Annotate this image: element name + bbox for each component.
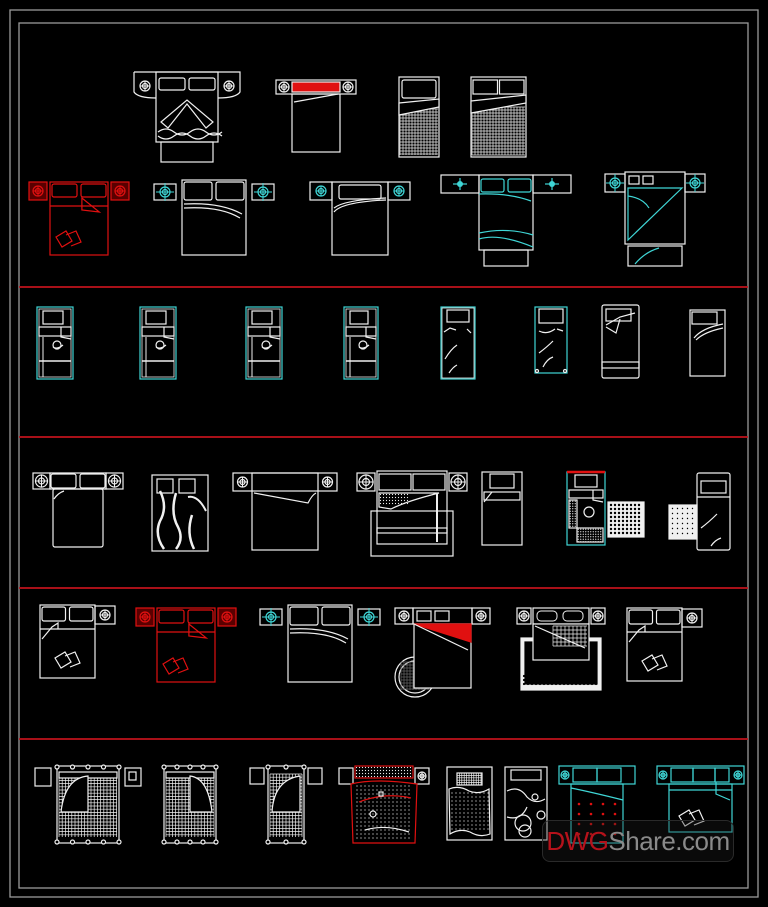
bed-block-double-cyan-long-stands bbox=[440, 174, 572, 267]
bed-block-single-cyan-toy bbox=[36, 306, 74, 380]
bed-block-double-cyan-diagonal bbox=[604, 171, 706, 267]
bed-block-double-red-dotted bbox=[338, 765, 430, 844]
watermark-prefix: DWG bbox=[546, 825, 609, 856]
bed-block-double-one-stand-pillows bbox=[626, 607, 703, 682]
bed-block-double-grid bbox=[470, 76, 527, 158]
row-3-mixed-beds bbox=[32, 470, 731, 557]
bed-block-double-hatched-rug bbox=[516, 607, 606, 691]
bed-block-double-nightstands-pillows bbox=[135, 607, 237, 683]
bed-block-double-red-throw-round-rug bbox=[394, 607, 491, 698]
bed-block-double-grid-arc bbox=[161, 764, 219, 845]
bed-block-double-crosshair-nightstands-single-pillow bbox=[309, 181, 411, 256]
row-4-double-beds-decor bbox=[39, 604, 703, 698]
bed-block-single-plain bbox=[481, 471, 523, 546]
bed-block-single-grid-arc bbox=[249, 764, 323, 845]
bed-block-single-cyan-creases bbox=[534, 306, 568, 374]
watermark-suffix: Share.com bbox=[608, 825, 730, 856]
bed-block-single-cyan-toy bbox=[343, 306, 379, 380]
bed-block-single-dotted-white bbox=[446, 766, 493, 841]
bed-block-single-side-rug bbox=[668, 472, 731, 551]
bed-block-single-fold bbox=[689, 309, 726, 377]
bed-block-double-crosshair-nightstands bbox=[153, 179, 275, 256]
drawing-frames bbox=[9, 9, 759, 898]
bed-blocks bbox=[28, 71, 745, 845]
bed-block-double-rug-hatched bbox=[356, 470, 468, 557]
bed-block-single-grid bbox=[398, 76, 440, 158]
bed-block-single-cyan-toy bbox=[245, 306, 283, 380]
bed-block-double-nightstands-rounded bbox=[133, 71, 241, 163]
bed-block-single-circles bbox=[504, 766, 548, 841]
bed-block-double-grid-arc bbox=[34, 764, 142, 845]
bed-block-double-cyan-pillows bbox=[656, 765, 745, 833]
bed-block-single-cyan-toy bbox=[139, 306, 177, 380]
bed-block-double-one-stand-pillows bbox=[39, 604, 116, 679]
bed-block-double-red-headboard bbox=[275, 79, 357, 153]
bed-block-double-wavy-sheet bbox=[151, 474, 209, 552]
row-1-double-beds-with-nightstands bbox=[28, 71, 706, 267]
bed-block-double-cyan-red-dots bbox=[558, 765, 636, 844]
row-5-patterned-beds bbox=[34, 764, 745, 845]
bed-block-double-round-stands bbox=[32, 472, 124, 548]
bed-block-double-nightstands-pillows bbox=[28, 181, 130, 256]
row-2-single-beds bbox=[36, 304, 726, 380]
bed-block-single-sheet-creases bbox=[440, 306, 476, 380]
bed-block-double-long-headboard bbox=[232, 472, 338, 551]
bed-block-double-crosshair-nightstands bbox=[259, 604, 381, 683]
bed-block-single-cyan-rug-pattern bbox=[566, 470, 645, 546]
row-dividers bbox=[19, 286, 748, 740]
bed-block-single-band bbox=[601, 304, 640, 379]
